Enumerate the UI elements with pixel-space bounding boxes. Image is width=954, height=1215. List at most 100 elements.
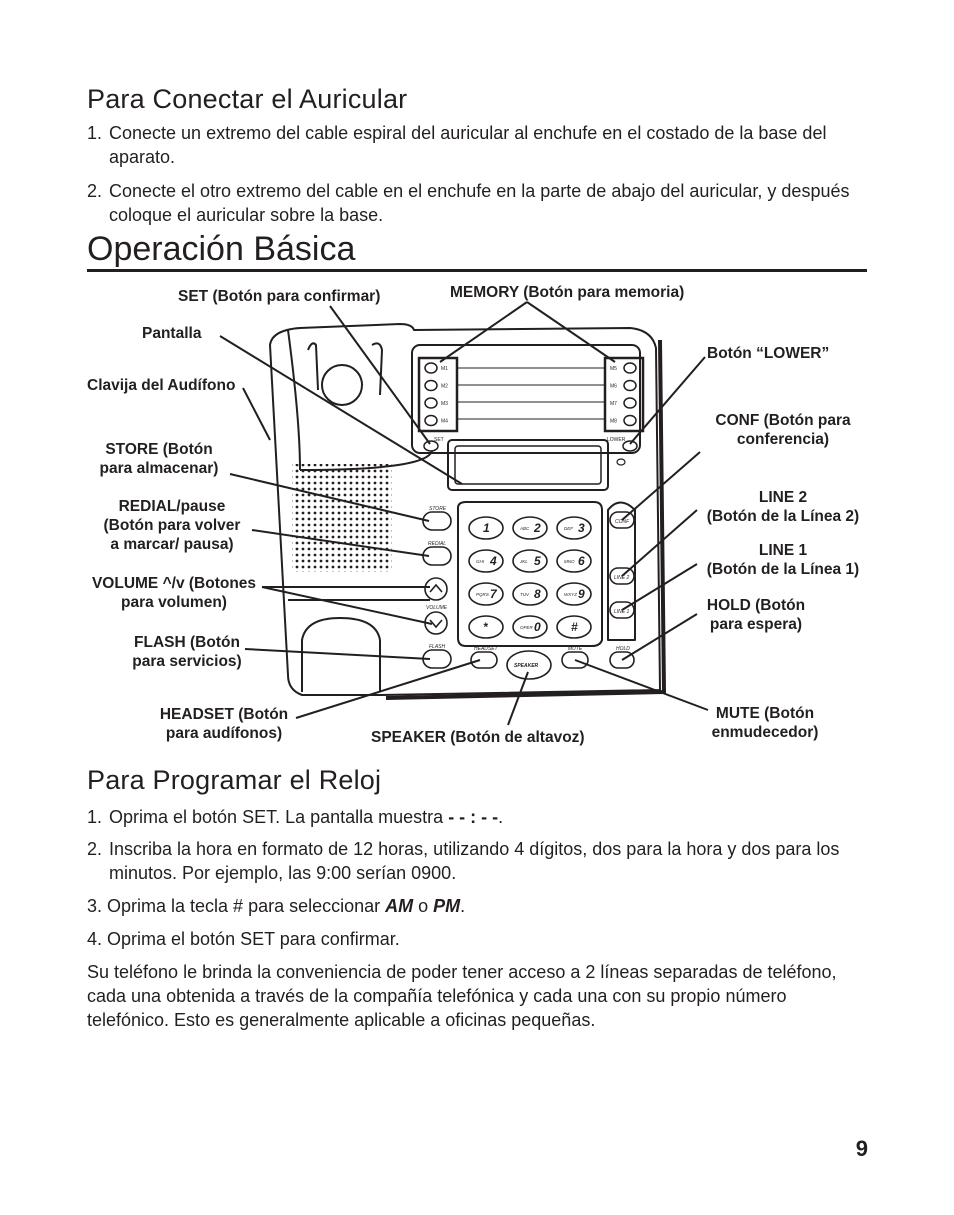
keypad-digit: 8 xyxy=(534,587,541,601)
memory-button[interactable] xyxy=(623,397,637,409)
speaker-grille xyxy=(292,464,392,572)
label-pantalla: Pantalla xyxy=(142,325,202,342)
keypad-letters: DEF xyxy=(564,526,573,531)
list-text: Conecte el otro extremo del cable en el … xyxy=(109,181,850,201)
list-text: Oprima el botón SET. La pantalla muestra… xyxy=(109,807,504,827)
keypad-key[interactable] xyxy=(512,549,548,573)
hold-key-label: HOLD xyxy=(616,646,630,652)
keypad-letters: GHI xyxy=(476,559,485,564)
list-item: 2. Inscriba la hora en formato de 12 hor… xyxy=(87,837,887,887)
mute-key-label: MUTE xyxy=(568,646,583,652)
memory-label: M1 xyxy=(441,366,448,372)
list-text: coloque el auricular sobre la base. xyxy=(109,205,384,225)
memory-button[interactable] xyxy=(424,414,438,427)
keypad-key[interactable] xyxy=(512,516,548,540)
list-number: 1. xyxy=(87,807,103,827)
keypad-key[interactable] xyxy=(556,516,592,540)
display-pattern: - - : - - xyxy=(448,807,499,827)
headset-button[interactable] xyxy=(470,651,498,669)
label-set: SET (Botón para confirmar) xyxy=(178,288,381,305)
label-lower: Botón “LOWER” xyxy=(707,345,830,362)
chevron-down-icon xyxy=(429,619,443,629)
keypad-letters: MNO xyxy=(564,559,575,564)
memory-label: M8 xyxy=(610,419,617,425)
memory-label: M4 xyxy=(441,419,448,425)
keypad-digit: 6 xyxy=(578,554,585,568)
keypad-digit: 0 xyxy=(534,620,541,634)
keypad-digit: * xyxy=(483,620,489,634)
leader-lines xyxy=(219,301,709,726)
store-button[interactable] xyxy=(422,511,452,531)
list-number: 2. xyxy=(87,839,103,859)
store-label: STORE xyxy=(429,506,447,512)
flash-label: FLASH xyxy=(429,644,446,650)
lower-button[interactable] xyxy=(622,440,638,452)
memory-label: M7 xyxy=(610,401,617,407)
memory-button[interactable] xyxy=(623,379,637,392)
memory-label: M6 xyxy=(610,384,617,390)
memory-button[interactable] xyxy=(424,379,438,392)
headset-label: HEADSET xyxy=(474,646,499,652)
keypad-letters: TUV xyxy=(520,592,530,597)
list-text: Inscriba la hora en formato de 12 horas,… xyxy=(109,839,840,859)
list-item: 4. Oprima el botón SET para confirmar. xyxy=(87,929,400,949)
label-speaker: SPEAKER (Botón de altavoz) xyxy=(371,729,585,746)
keypad-key[interactable] xyxy=(468,549,504,573)
keypad-digit: 3 xyxy=(578,521,585,535)
keypad-key[interactable] xyxy=(468,582,504,606)
list-number: 1. xyxy=(87,123,103,143)
keypad-letters: WXYZ xyxy=(564,592,577,597)
page-number: 9 xyxy=(855,1136,868,1161)
memory-button[interactable] xyxy=(623,414,637,427)
keypad-key[interactable] xyxy=(556,582,592,606)
line2-key-label: LINE 2 xyxy=(614,575,630,581)
keypad-key[interactable] xyxy=(512,615,548,639)
memory-label: M2 xyxy=(441,384,448,390)
earpiece-icon xyxy=(321,364,363,406)
line1-key-label: LINE 1 xyxy=(614,609,630,615)
list-number: 2. xyxy=(87,181,103,201)
set-button[interactable] xyxy=(423,440,439,452)
indicator-light xyxy=(616,458,626,466)
keypad-key[interactable] xyxy=(468,516,504,540)
label-memory: MEMORY (Botón para memoria) xyxy=(450,284,685,301)
conf-key-label: CONF xyxy=(615,519,630,525)
speaker-button[interactable] xyxy=(506,650,552,680)
redial-label: REDIAL xyxy=(428,541,446,547)
memory-button[interactable] xyxy=(424,362,438,374)
memory-label: M3 xyxy=(441,401,448,407)
chevron-up-icon xyxy=(429,583,443,593)
list-text: aparato. xyxy=(109,147,176,167)
label-line1: LINE 1(Botón de la Línea 1) xyxy=(706,542,860,578)
memory-button[interactable] xyxy=(623,362,637,374)
keypad-key[interactable] xyxy=(556,549,592,573)
volume-up-button[interactable] xyxy=(424,577,448,601)
list-text: Conecte un extremo del cable espiral del… xyxy=(109,123,827,143)
keypad-key[interactable] xyxy=(556,615,592,639)
label-clavija: Clavija del Audífono xyxy=(87,377,236,394)
speaker-key-label: SPEAKER xyxy=(514,663,539,669)
list-item: 3. Oprima la tecla # para seleccionar AM… xyxy=(87,896,466,916)
list-item: 2. Conecte el otro extremo del cable en … xyxy=(87,179,887,229)
phone-body xyxy=(269,323,661,696)
keypad-key[interactable] xyxy=(512,582,548,606)
keypad-letters: PQRS xyxy=(476,592,489,597)
keypad-key[interactable] xyxy=(468,615,504,639)
keypad-digit: 1 xyxy=(483,521,490,535)
section-heading-clock: Para Programar el Reloj xyxy=(87,765,382,795)
keypad-digit: # xyxy=(571,620,578,634)
memory-button[interactable] xyxy=(424,397,438,409)
keypad-digit: 9 xyxy=(578,587,585,601)
list-item: 1. Conecte un extremo del cable espiral … xyxy=(87,121,887,171)
